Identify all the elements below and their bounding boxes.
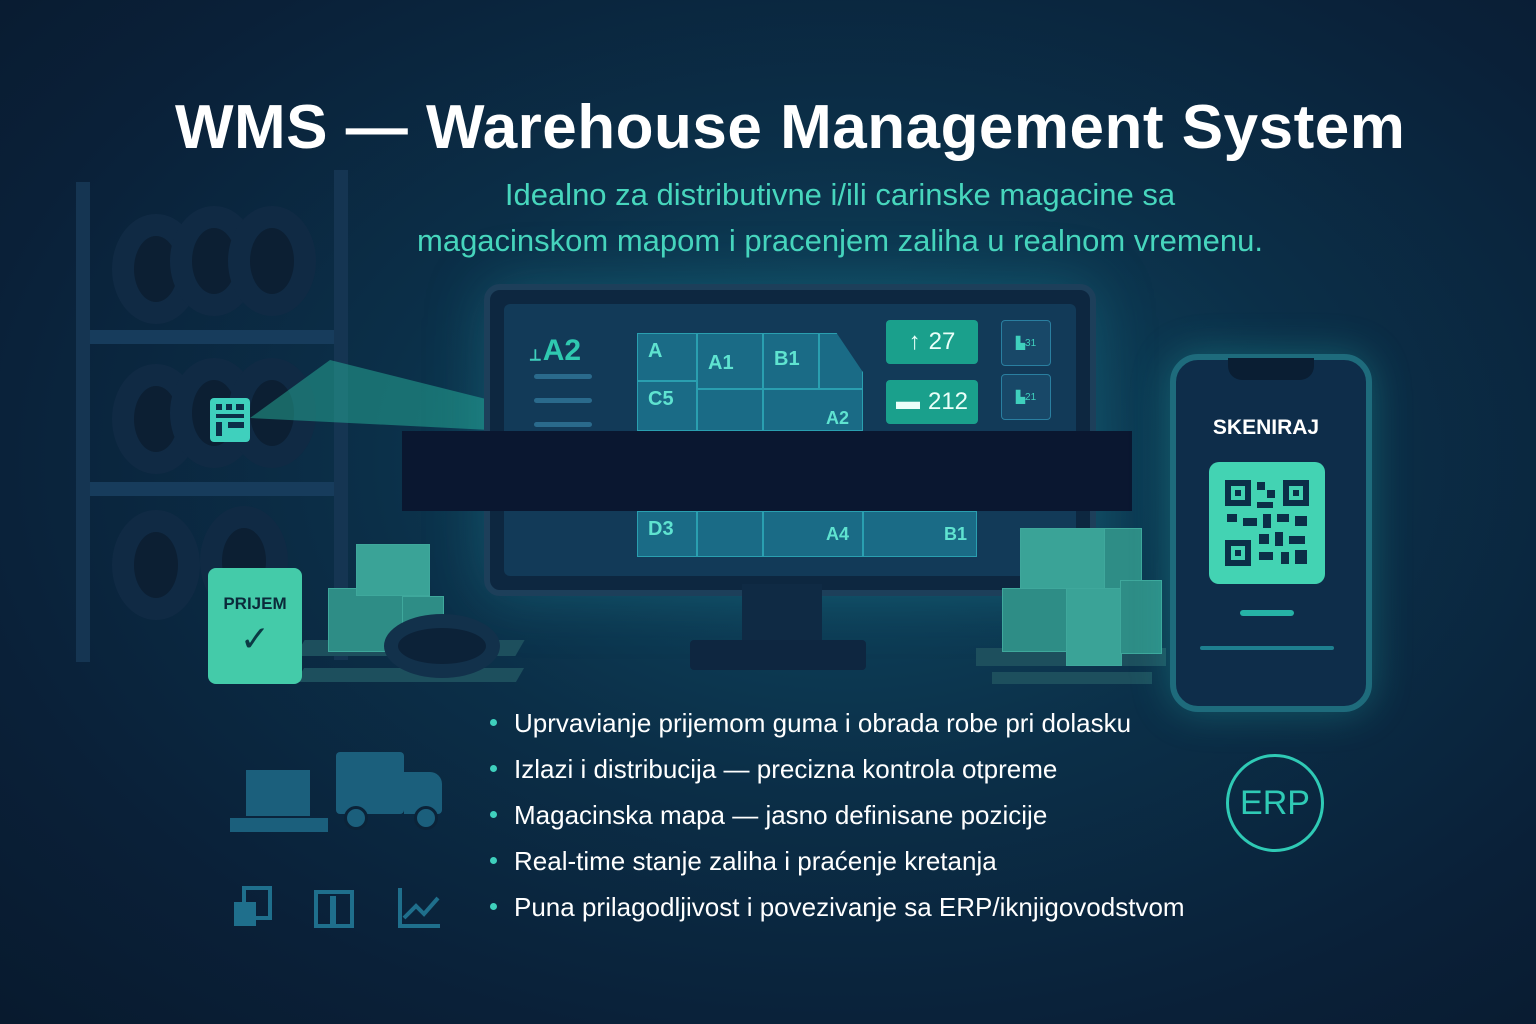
- bar-chart-icon[interactable]: [396, 884, 442, 930]
- receiving-card[interactable]: PRIJEM ✓: [208, 568, 302, 684]
- feature-item: Puna prilagodljivost i povezivanje sa ER…: [490, 884, 1185, 930]
- rack-post: [76, 182, 90, 662]
- stat-stock[interactable]: ▬212: [886, 380, 978, 424]
- rack-post: [334, 170, 348, 660]
- truck-wheel: [344, 806, 368, 830]
- truck-wheel: [414, 806, 438, 830]
- erp-badge[interactable]: ERP: [1226, 754, 1324, 852]
- feature-item: Real-time stanje zaliha i praćenje kreta…: [490, 838, 1185, 884]
- receiving-label: PRIJEM: [223, 594, 287, 613]
- rack-shelf: [90, 330, 334, 344]
- map-cell[interactable]: D3: [637, 511, 697, 557]
- map-cell[interactable]: A: [637, 333, 697, 381]
- mini-widget[interactable]: ▙21: [1001, 374, 1051, 420]
- box: [1066, 588, 1122, 666]
- building-icon[interactable]: [312, 886, 358, 932]
- scan-label: SKENIRAJ: [1212, 416, 1320, 439]
- map-cell[interactable]: [697, 511, 763, 557]
- scanner-beam: [210, 360, 490, 442]
- stat-incoming[interactable]: ↑27: [886, 320, 978, 364]
- phone-bar: [1200, 646, 1334, 650]
- bar-icon: ▙: [1015, 390, 1026, 404]
- qr-code-icon[interactable]: [1209, 462, 1325, 584]
- box: [1002, 588, 1068, 652]
- bar-icon: ▙: [1015, 336, 1026, 350]
- pallet: [992, 672, 1152, 684]
- box: [1120, 580, 1162, 654]
- map-cell[interactable]: A4: [763, 511, 863, 557]
- page-subtitle: Idealno za distributivne i/ili carinske …: [330, 172, 1350, 264]
- phone-bar: [1240, 610, 1294, 616]
- package-icon: ▬: [895, 388, 920, 415]
- map-cell[interactable]: A2: [763, 389, 863, 431]
- subtitle-line-2: magacinskom mapom i pracenjem zaliha u r…: [417, 223, 1263, 258]
- warehouse-entry-icon[interactable]: [230, 884, 276, 930]
- menu-line: [534, 422, 592, 427]
- tire-icon: [112, 510, 200, 620]
- menu-line: [534, 398, 592, 403]
- tire-icon: [228, 206, 316, 316]
- checkmark-icon: ✓: [239, 618, 271, 659]
- cart-box: [246, 770, 310, 816]
- map-cell[interactable]: B1: [763, 333, 819, 389]
- truck-body: [336, 752, 404, 814]
- map-cell[interactable]: B1: [863, 511, 977, 557]
- box: [1020, 528, 1106, 592]
- rack-shelf: [90, 482, 334, 496]
- cart-base: [230, 818, 328, 832]
- redacted-block: [402, 431, 1132, 511]
- monitor-base: [690, 640, 866, 670]
- tire-icon: [384, 614, 500, 678]
- menu-line: [534, 374, 592, 379]
- map-cell[interactable]: A1: [697, 333, 763, 389]
- subtitle-line-1: Idealno za distributivne i/ili carinske …: [504, 177, 1176, 212]
- location-code: ⟂A2: [530, 334, 582, 367]
- feature-item: Uprvavianje prijemom guma i obrada robe …: [490, 700, 1185, 746]
- feature-list: Uprvavianje prijemom guma i obrada robe …: [490, 700, 1185, 930]
- monitor-stand: [742, 584, 822, 640]
- arrow-up-icon: ↑: [908, 328, 921, 355]
- box: [356, 544, 430, 596]
- map-cell[interactable]: [697, 389, 763, 431]
- page-title: WMS — Warehouse Management System: [175, 93, 1406, 162]
- mini-widget[interactable]: ▙31: [1001, 320, 1051, 366]
- location-icon: ⟂: [530, 347, 541, 364]
- map-cell[interactable]: C5: [637, 381, 697, 431]
- feature-item: Izlazi i distribucija — precizna kontrol…: [490, 746, 1185, 792]
- phone-notch: [1228, 358, 1314, 380]
- feature-item: Magacinska mapa — jasno definisane pozic…: [490, 792, 1185, 838]
